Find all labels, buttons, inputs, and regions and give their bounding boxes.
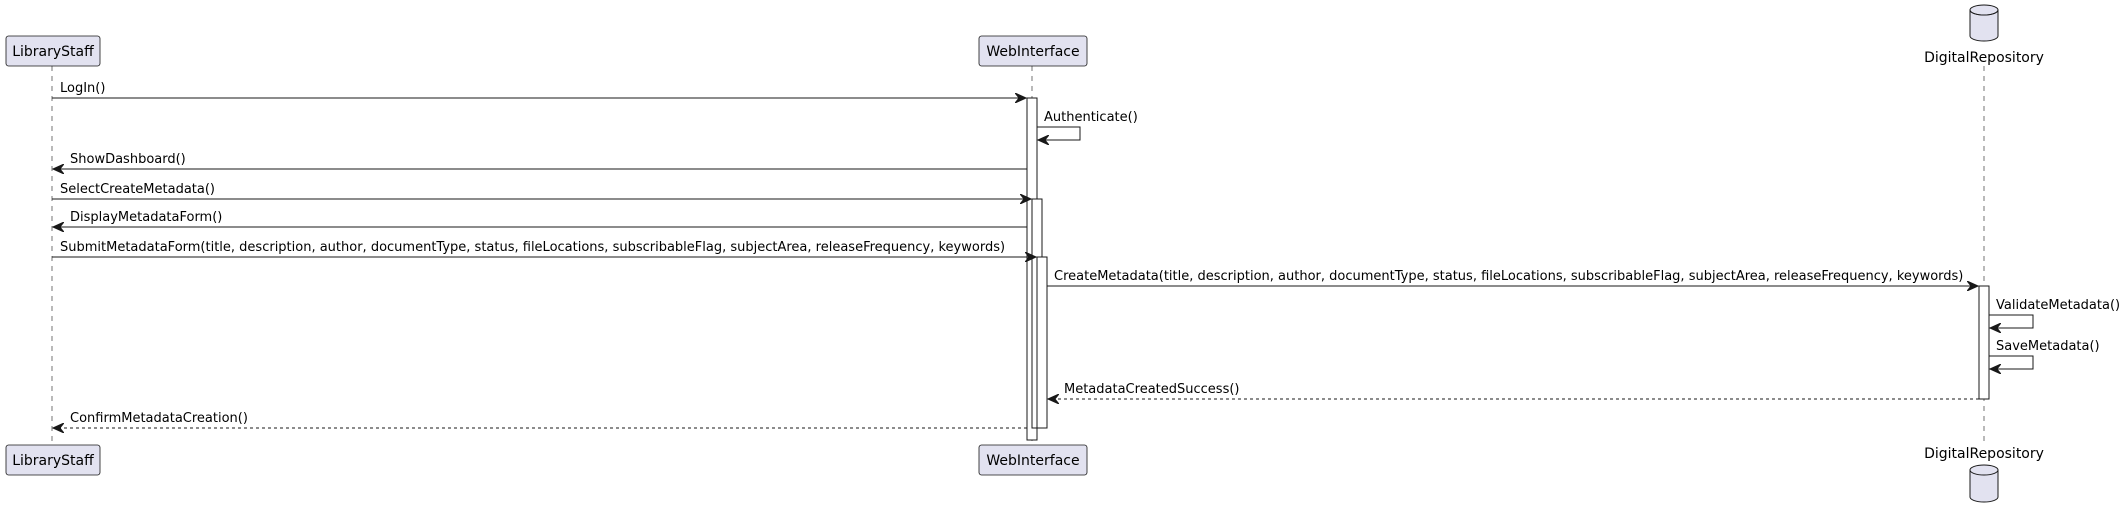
participant-label: DigitalRepository	[1924, 50, 2044, 66]
participant-label: LibraryStaff	[12, 44, 94, 60]
participant-librarystaff-bottom: LibraryStaff	[5, 444, 101, 476]
participant-webinterface-bottom: WebInterface	[978, 444, 1088, 476]
message-label: ConfirmMetadataCreation()	[70, 411, 248, 426]
database-icon	[1969, 464, 1999, 503]
message-submitmetadataform: SubmitMetadataForm(title, description, a…	[52, 240, 1036, 257]
message-savemetadata: SaveMetadata()	[1989, 339, 2100, 369]
message-label: ShowDashboard()	[70, 152, 186, 167]
message-label: CreateMetadata(title, description, autho…	[1054, 269, 1963, 284]
participant-label: DigitalRepository	[1924, 446, 2044, 462]
message-authenticate: Authenticate()	[1037, 110, 1138, 140]
participant-digitalrepository-top: DigitalRepository	[1924, 4, 2044, 66]
message-selectcreatemetadata: SelectCreateMetadata()	[52, 182, 1031, 199]
activation-repo-1	[1978, 285, 1990, 400]
participant-label: LibraryStaff	[12, 453, 94, 469]
message-validatemetadata: ValidateMetadata()	[1989, 298, 2120, 328]
message-label: SubmitMetadataForm(title, description, a…	[60, 240, 1005, 255]
participant-digitalrepository-bottom: DigitalRepository	[1924, 446, 2044, 503]
message-label: Authenticate()	[1044, 110, 1138, 125]
message-createmetadata: CreateMetadata(title, description, autho…	[1047, 269, 1978, 286]
message-label: SaveMetadata()	[1996, 339, 2100, 354]
message-label: LogIn()	[60, 81, 105, 96]
participant-label: WebInterface	[986, 44, 1079, 60]
participant-label: WebInterface	[986, 453, 1079, 469]
participant-librarystaff-top: LibraryStaff	[5, 35, 101, 67]
database-icon	[1969, 4, 1999, 42]
message-metadatacreatedsuccess: MetadataCreatedSuccess()	[1048, 382, 1979, 399]
message-label: DisplayMetadataForm()	[70, 210, 222, 225]
participant-webinterface-top: WebInterface	[978, 35, 1088, 67]
activation-web-3	[1036, 256, 1048, 429]
message-label: MetadataCreatedSuccess()	[1064, 382, 1239, 397]
message-showdashboard: ShowDashboard()	[53, 152, 1027, 169]
message-displaymetadataform: DisplayMetadataForm()	[53, 210, 1027, 227]
message-confirmmetadatacreation: ConfirmMetadataCreation()	[53, 411, 1027, 428]
message-login: LogIn()	[52, 81, 1026, 98]
message-label: SelectCreateMetadata()	[60, 182, 215, 197]
message-label: ValidateMetadata()	[1996, 298, 2120, 313]
